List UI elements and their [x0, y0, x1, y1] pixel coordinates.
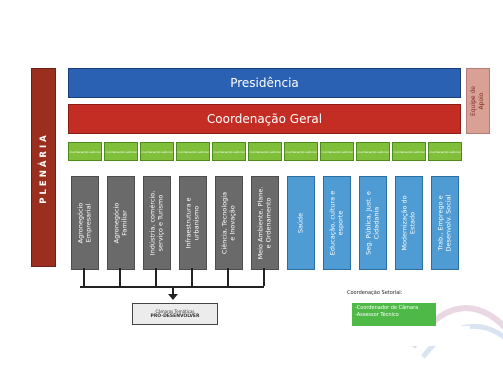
- connector-vertical: [119, 268, 121, 286]
- camara-label-line: Desenvolv. Social: [444, 194, 452, 252]
- connector-vertical: [155, 268, 157, 286]
- camara-label-line: Empresarial: [84, 203, 92, 243]
- connector-vertical: [227, 268, 229, 286]
- presidencia-label: Presidência: [230, 76, 299, 90]
- coordenacao-setorial-cell: coordenação setorial: [320, 142, 354, 161]
- plenaria-label: PLENÁRIA: [38, 131, 49, 204]
- coordenacao-setorial-cell: coordenação setorial: [68, 142, 102, 161]
- coordenacao-setorial-cell: coordenação setorial: [104, 142, 138, 161]
- camara-6-box: Saúde: [287, 176, 315, 270]
- camara-label-line: e Ordenamento: [264, 197, 272, 249]
- presidencia-box: Presidência: [68, 68, 461, 98]
- camara-label-line: Estado: [408, 211, 416, 235]
- camara-label-line: urbanismo: [192, 205, 200, 241]
- coordenacao-setorial-cell: coordenação setorial: [212, 142, 246, 161]
- equipe-apoio-label: Equipe de Apoio: [470, 86, 486, 116]
- coordenacao-geral-box: Coordenação Geral: [68, 104, 461, 134]
- equipe-apoio-box: Equipe de Apoio: [466, 68, 490, 134]
- camara-2-box: Indústria, comércio,serviço e Turismo: [143, 176, 171, 270]
- plenaria-box: PLENÁRIA: [31, 68, 56, 267]
- connector-vertical: [263, 268, 265, 286]
- coordenacao-setorial-cell: coordenação setorial: [176, 142, 210, 161]
- coordenacao-setorial-cell: coordenação setorial: [248, 142, 282, 161]
- coordenacao-setorial-item-2: -Assessor Técnico: [355, 312, 399, 318]
- coordenacao-setorial-cell: coordenação setorial: [392, 142, 426, 161]
- camaras-line1: Câmaras Temáticas: [155, 309, 195, 314]
- blank-strip: [50, 326, 470, 346]
- connector-vertical: [191, 268, 193, 286]
- coordenacao-setorial-cell: coordenação setorial: [284, 142, 318, 161]
- camara-label: Meio Ambiente, Plane.e Ordenamento: [257, 187, 273, 260]
- camara-label-line: Familiar: [120, 210, 128, 236]
- connector-vertical: [83, 268, 85, 286]
- camara-label-line: Cidadania: [372, 206, 380, 240]
- coordenacao-setorial-cell: coordenação setorial: [428, 142, 462, 161]
- camara-label-line: e Inovação: [228, 205, 236, 241]
- connector-down: [172, 286, 174, 296]
- camara-label: Saúde: [296, 212, 305, 234]
- coordenacao-setorial-label: Coordenação Setorial:: [347, 290, 403, 296]
- coordenacao-setorial-cell: coordenação setorial: [140, 142, 174, 161]
- coordenacao-setorial-cell: coordenação setorial: [356, 142, 390, 161]
- camaras-line2: PRÓ-DESENVOLVER: [150, 314, 200, 319]
- camara-label-line: esporte: [336, 210, 344, 236]
- coordenacao-setorial-item-1: -Coordenador de Câmara: [355, 305, 419, 311]
- camara-label: Indústria, comércio,serviço e Turismo: [149, 191, 165, 256]
- coordenacao-setorial-box: -Coordenador de Câmara -Assessor Técnico: [352, 303, 436, 326]
- camaras-tematicas-box: Câmaras Temáticas PRÓ-DESENVOLVER: [132, 303, 218, 325]
- camara-label-line: Saúde: [296, 212, 305, 234]
- equipe-apoio-line1: Equipe de: [470, 86, 477, 116]
- camara-5-box: Meio Ambiente, Plane.e Ordenamento: [251, 176, 279, 270]
- equipe-apoio-line2: Apoio: [478, 92, 485, 110]
- camara-label-line: serviço e Turismo: [156, 194, 164, 252]
- coordenacao-geral-label: Coordenação Geral: [206, 112, 323, 126]
- arrow-head-icon: [168, 294, 178, 300]
